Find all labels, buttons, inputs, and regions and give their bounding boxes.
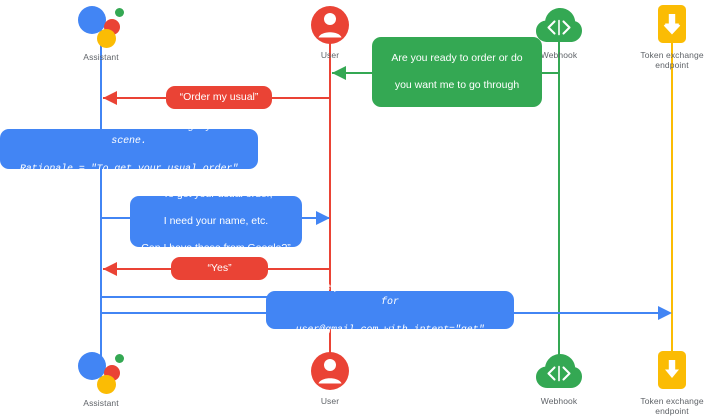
cloud-code-icon	[535, 352, 583, 392]
arrow-head-sends-request	[658, 306, 672, 320]
assistant-dots-icon	[78, 350, 124, 394]
actor-assistant-top: Assistant	[41, 4, 161, 62]
message-bubble-order-my-usual: “Order my usual”	[166, 86, 272, 109]
message-line: “Yes”	[207, 261, 232, 274]
download-box-icon	[652, 350, 692, 392]
actor-label-token-endpoint: Token exchange	[640, 50, 704, 60]
actor-token-endpoint-top: Token exchange endpoint	[612, 4, 725, 70]
message-line: the drinks with you?”	[408, 105, 506, 118]
message-line: “Order my usual”	[179, 90, 259, 103]
message-line: Are you ready to order or do	[391, 51, 523, 64]
actor-webhook-top: Webhook	[499, 6, 619, 60]
message-bubble-ask-for-name: “To get your usual order, I need your na…	[130, 188, 302, 254]
download-box-icon	[652, 4, 692, 46]
arrow-head-yes	[103, 262, 117, 276]
assistant-dots-icon	[78, 4, 124, 48]
actor-user-bottom: User	[270, 350, 390, 406]
actor-label-token-endpoint-line2: endpoint	[655, 406, 689, 416]
actor-label-webhook: Webhook	[540, 396, 578, 406]
user-avatar-icon	[310, 350, 350, 392]
message-line: Can I have those from Google?”	[141, 241, 291, 254]
note-line: Rationale = "To get your usual order"	[19, 164, 239, 175]
actor-label-user: User	[320, 396, 340, 406]
actor-label-user: User	[320, 50, 340, 60]
lifeline-assistant	[100, 30, 102, 378]
message-line: you want me to go through	[394, 78, 520, 91]
note-line: Sends request that contains ID token for	[283, 283, 497, 308]
note-line: user@gmail.com with intent="get"	[295, 325, 485, 336]
lifeline-user	[329, 30, 331, 378]
actor-token-endpoint-bottom: Token exchange endpoint	[612, 350, 725, 416]
arrow-head-ask-for-name	[316, 211, 330, 225]
actor-assistant-bottom: Assistant	[41, 350, 161, 408]
actor-label-token-endpoint-line2: endpoint	[655, 60, 689, 70]
arrow-line-sends-request-upper	[100, 296, 282, 298]
arrow-head-order-my-usual	[103, 91, 117, 105]
note-line: Transition to account linking system sce…	[22, 122, 236, 147]
message-note-transition: Transition to account linking system sce…	[0, 122, 258, 175]
user-avatar-icon	[310, 4, 350, 46]
actor-label-assistant: Assistant	[83, 52, 119, 62]
message-line: “To get your usual order,	[159, 187, 273, 200]
message-line: I need your name, etc.	[163, 214, 269, 227]
lifeline-token-endpoint	[671, 30, 673, 378]
message-bubble-yes: “Yes”	[171, 257, 268, 280]
actor-label-assistant: Assistant	[83, 398, 119, 408]
message-line: “Welcome to Boba Bonanza!	[390, 24, 524, 37]
arrow-riser-sends-request	[100, 296, 102, 314]
cloud-code-icon	[535, 6, 583, 46]
lifeline-webhook	[558, 30, 560, 378]
actor-user-top: User	[270, 4, 390, 60]
actor-label-webhook: Webhook	[540, 50, 578, 60]
message-bubble-welcome: “Welcome to Boba Bonanza! Are you ready …	[372, 25, 542, 118]
arrow-head-welcome	[332, 66, 346, 80]
message-note-sends-request: Sends request that contains ID token for…	[266, 283, 514, 336]
actor-label-token-endpoint: Token exchange	[640, 396, 704, 406]
actor-webhook-bottom: Webhook	[499, 352, 619, 406]
